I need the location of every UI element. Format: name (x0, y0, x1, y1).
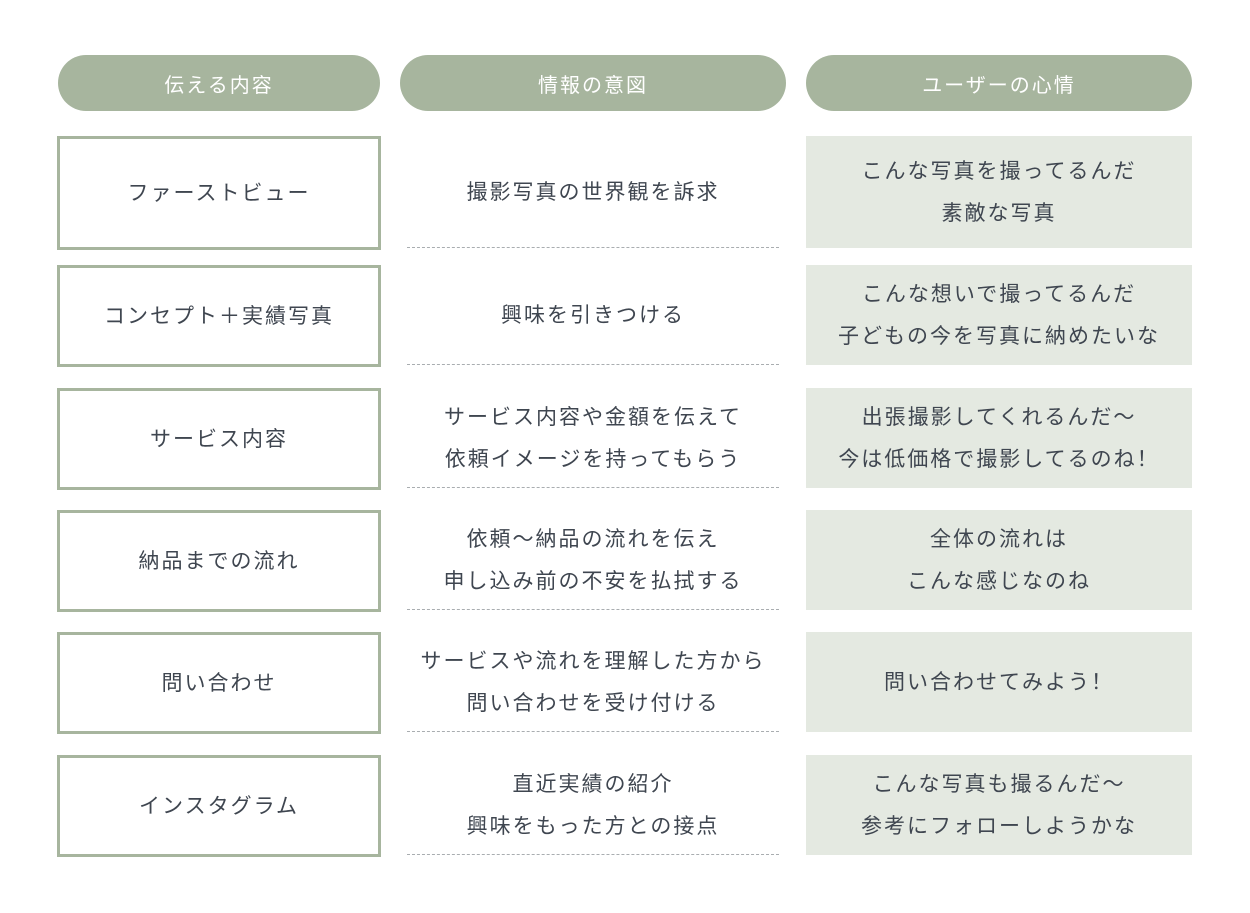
feeling-cell-text: 問い合わせてみよう！ (884, 670, 1114, 694)
content-cell: ファーストビュー (57, 136, 381, 250)
content-cell-text: コンセプト＋実績写真 (104, 304, 334, 328)
feeling-cell: こんな写真も撮るんだ〜 参考にフォローしようかな (806, 755, 1192, 855)
content-cell-text: インスタグラム (139, 794, 299, 818)
feeling-cell: 問い合わせてみよう！ (806, 632, 1192, 732)
intent-cell: サービス内容や金額を伝えて 依頼イメージを持ってもらう (407, 388, 779, 488)
feeling-cell-text: 出張撮影してくれるんだ〜 今は低価格で撮影してるのね！ (838, 405, 1160, 471)
content-cell-text: サービス内容 (150, 427, 288, 451)
intent-cell-text: 依頼〜納品の流れを伝え 申し込み前の不安を払拭する (443, 526, 743, 593)
intent-cell: 興味を引きつける (407, 265, 779, 365)
feeling-cell: こんな想いで撮ってるんだ 子どもの今を写真に納めたいな (806, 265, 1192, 365)
feeling-cell-text: こんな写真を撮ってるんだ 素敵な写真 (861, 159, 1137, 225)
intent-cell-text: 撮影写真の世界観を訴求 (466, 179, 720, 204)
feeling-cell-text: こんな想いで撮ってるんだ 子どもの今を写真に納めたいな (838, 282, 1160, 348)
intent-cell: 撮影写真の世界観を訴求 (407, 136, 779, 248)
header-content: 伝える内容 (58, 55, 380, 111)
intent-cell: 直近実績の紹介 興味をもった方との接点 (407, 755, 779, 855)
intent-cell-text: サービス内容や金額を伝えて 依頼イメージを持ってもらう (444, 404, 742, 471)
content-cell-text: 納品までの流れ (138, 549, 300, 573)
content-cell-text: 問い合わせ (161, 671, 277, 695)
intent-cell: サービスや流れを理解した方から 問い合わせを受け付ける (407, 632, 779, 732)
content-cell: 納品までの流れ (57, 510, 381, 612)
content-cell: インスタグラム (57, 755, 381, 857)
feeling-cell: こんな写真を撮ってるんだ 素敵な写真 (806, 136, 1192, 248)
content-cell: 問い合わせ (57, 632, 381, 734)
intent-cell-text: 直近実績の紹介 興味をもった方との接点 (466, 771, 720, 838)
feeling-cell: 全体の流れは こんな感じなのね (806, 510, 1192, 610)
content-cell: サービス内容 (57, 388, 381, 490)
feeling-cell-text: 全体の流れは こんな感じなのね (907, 527, 1091, 593)
header-intent: 情報の意図 (400, 55, 786, 111)
intent-cell: 依頼〜納品の流れを伝え 申し込み前の不安を払拭する (407, 510, 779, 610)
feeling-cell: 出張撮影してくれるんだ〜 今は低価格で撮影してるのね！ (806, 388, 1192, 488)
header-feeling: ユーザーの心情 (806, 55, 1192, 111)
feeling-cell-text: こんな写真も撮るんだ〜 参考にフォローしようかな (861, 772, 1137, 838)
intent-cell-text: サービスや流れを理解した方から 問い合わせを受け付ける (420, 648, 766, 715)
content-cell: コンセプト＋実績写真 (57, 265, 381, 367)
intent-cell-text: 興味を引きつける (501, 302, 685, 327)
content-cell-text: ファーストビュー (127, 181, 311, 205)
